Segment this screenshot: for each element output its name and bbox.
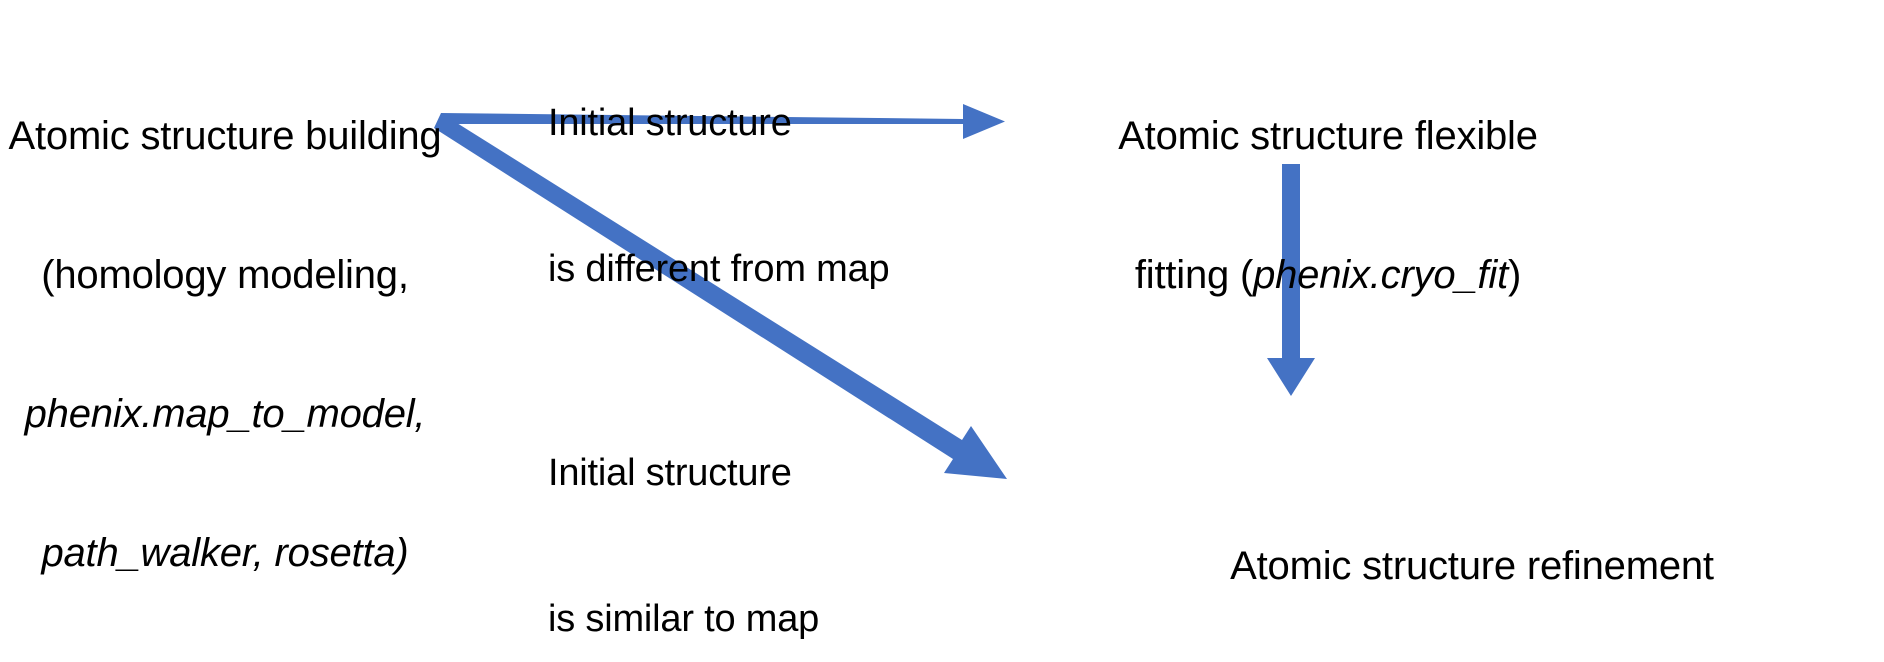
edge-label-different-line-2: is different from map xyxy=(548,248,890,291)
node-atomic-structure-building: Atomic structure building (homology mode… xyxy=(0,20,450,662)
edge-label-initial-structure-different: Initial structure is different from map xyxy=(548,2,968,391)
node-atomic-structure-flexible-fitting: Atomic structure flexible fitting (pheni… xyxy=(1078,20,1578,391)
arrow-building-to-refinement xyxy=(434,113,1007,479)
node-flexible-fitting-line-2: fitting (phenix.cryo_fit) xyxy=(1078,252,1578,298)
node-flexible-fitting-prefix: fitting ( xyxy=(1134,252,1254,297)
node-building-line-2: (homology modeling, xyxy=(41,252,409,297)
node-building-line-4: path_walker, rosetta) xyxy=(0,530,450,576)
node-building-line-1: Atomic structure building xyxy=(8,113,442,158)
edge-label-different-line-1: Initial structure xyxy=(548,102,792,145)
edge-label-similar-line-2: is similar to map xyxy=(548,598,820,641)
arrow-building-to-flexible-fitting xyxy=(441,104,1005,139)
node-refinement-line-1: Atomic structure refinement xyxy=(1230,543,1714,588)
node-flexible-fitting-suffix: ) xyxy=(1508,252,1522,297)
arrow-flexible-fitting-to-refinement xyxy=(1267,164,1315,396)
node-atomic-structure-refinement: Atomic structure refinement (phenix.real… xyxy=(1060,450,1884,662)
node-flexible-fitting-line-1: Atomic structure flexible xyxy=(1118,113,1538,158)
node-building-line-3: phenix.map_to_model, xyxy=(24,392,426,437)
edge-label-similar-line-1: Initial structure xyxy=(548,452,792,495)
node-flexible-fitting-tool: phenix.cryo_fit xyxy=(1253,252,1509,297)
node-building-line-4-italic: path_walker, rosetta) xyxy=(41,531,409,576)
edge-label-initial-structure-similar: Initial structure is similar to map xyxy=(548,352,968,662)
